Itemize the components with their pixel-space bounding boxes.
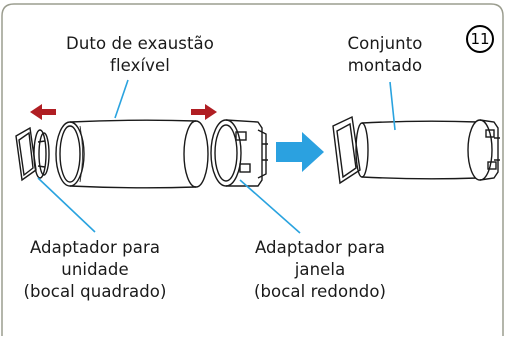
assembled-label-line-2: montado bbox=[347, 56, 423, 75]
unit-adapter-label-line-1: Adaptador para bbox=[29, 238, 161, 257]
panel-border bbox=[1, 3, 504, 336]
window-adapter-label-line-2: janela bbox=[294, 260, 346, 279]
duct-label: Duto de exaustão flexível bbox=[60, 33, 220, 77]
window-adapter-label: Adaptador para janela (bocal redondo) bbox=[240, 237, 400, 303]
leader-lines bbox=[37, 79, 396, 234]
unit-adapter-label-line-3: (bocal quadrado) bbox=[23, 282, 167, 301]
window-adapter-label-line-1: Adaptador para bbox=[254, 238, 386, 257]
assembled-drawing bbox=[332, 115, 500, 185]
assembled-label: Conjunto montado bbox=[330, 33, 440, 77]
assembly-arrow bbox=[276, 132, 324, 172]
unit-adapter-drawing bbox=[15, 126, 50, 182]
duct-label-line-2: flexível bbox=[110, 56, 170, 75]
right-pull-arrow bbox=[191, 104, 217, 120]
duct-label-line-1: Duto de exaustão bbox=[66, 34, 214, 53]
window-adapter-label-line-3: (bocal redondo) bbox=[253, 282, 387, 301]
duct-drawing bbox=[55, 119, 209, 189]
left-pull-arrow bbox=[30, 104, 56, 120]
window-adapter-drawing bbox=[210, 119, 268, 187]
unit-adapter-label-line-2: unidade bbox=[61, 260, 129, 279]
step-number-badge: 11 bbox=[466, 25, 494, 53]
assembled-label-line-1: Conjunto bbox=[347, 34, 423, 53]
unit-adapter-label: Adaptador para unidade (bocal quadrado) bbox=[20, 237, 170, 303]
